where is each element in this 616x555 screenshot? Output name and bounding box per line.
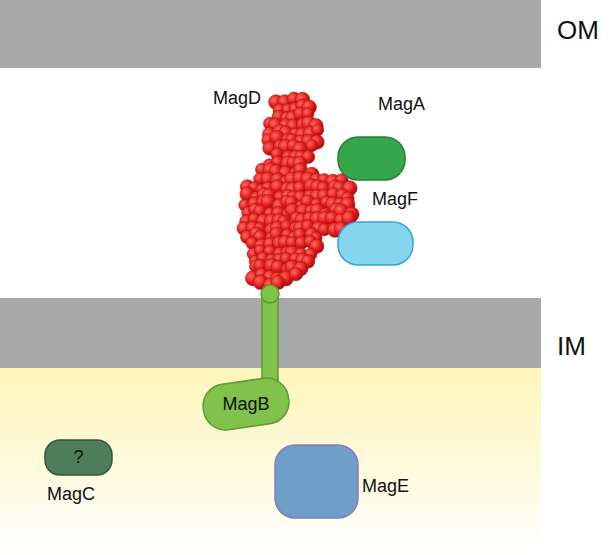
atom-spheres	[237, 92, 359, 291]
magf-protein-shape	[338, 222, 413, 265]
magb-knob	[261, 285, 279, 303]
mage-protein-body	[275, 445, 358, 518]
maga-protein: MagA	[338, 137, 405, 180]
protein-name: MagB	[222, 394, 269, 415]
magb-protein: MagB	[200, 283, 300, 433]
magd-protein: MagD	[235, 85, 365, 295]
protein-label: MagA	[378, 94, 425, 115]
magc-protein-body	[45, 440, 112, 475]
magd-protein-shape	[235, 85, 365, 295]
magf-protein: MagF	[338, 222, 413, 265]
atom-sphere	[289, 267, 302, 280]
maga-protein-body	[338, 137, 405, 180]
magc-protein: ?MagC	[45, 440, 112, 475]
atom-sphere	[312, 124, 324, 136]
magb-stalk	[262, 293, 278, 388]
outer-membrane-band	[0, 0, 541, 68]
membrane-label: IM	[557, 332, 586, 362]
magb-body	[200, 375, 292, 433]
protein-label: MagC	[47, 484, 95, 505]
membrane-label: OM	[557, 16, 599, 46]
protein-label: MagD	[213, 88, 261, 109]
protein-name: ?	[73, 447, 83, 468]
mage-protein-shape	[275, 445, 358, 518]
magf-protein-body	[338, 222, 413, 265]
maga-protein-shape	[338, 137, 405, 180]
protein-label: MagE	[362, 476, 409, 497]
atom-sphere	[306, 140, 318, 152]
cytoplasm-region	[0, 368, 541, 555]
mage-protein: MagE	[275, 445, 358, 518]
protein-label: MagF	[372, 189, 418, 210]
